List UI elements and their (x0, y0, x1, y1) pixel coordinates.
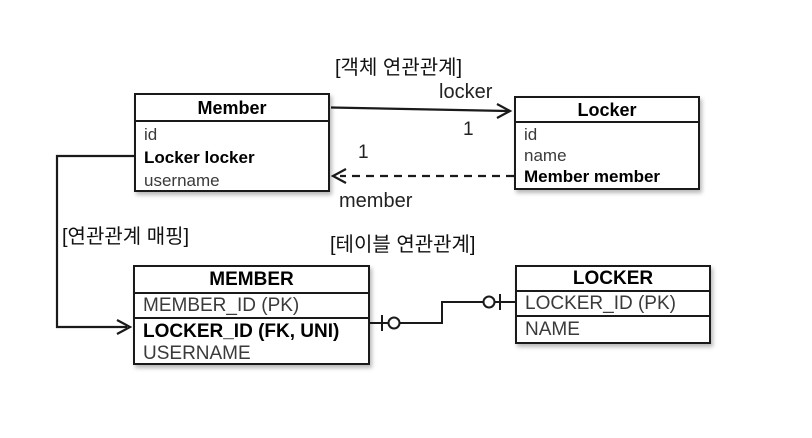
mapping-arrow (55, 154, 134, 335)
member-role-label: member (339, 190, 413, 212)
locker-class-box: Locker id name Member member (514, 96, 700, 190)
column-locker-id: LOCKER_ID (PK) (517, 292, 709, 317)
arrowhead-right-icon (116, 319, 133, 335)
member-multiplicity-label: 1 (358, 142, 369, 163)
locker-class-fields: id name Member member (516, 123, 698, 187)
member-table-title: MEMBER (135, 267, 368, 294)
object-association-label: [객체 연관관계] (335, 57, 463, 79)
member-to-locker-arrow (330, 103, 513, 119)
column-username: USERNAME (143, 343, 251, 364)
field-locker-locker: Locker locker (144, 148, 255, 167)
table-association-label: [테이블 연관관계] (330, 234, 476, 256)
locker-table-box: LOCKER LOCKER_ID (PK) NAME (515, 265, 711, 344)
arrowhead-right-icon (496, 103, 513, 119)
member-class-fields: id Locker locker username (136, 122, 328, 192)
cardinality-zero-circle-icon (387, 316, 401, 330)
field-name: name (524, 146, 567, 165)
locker-role-label: locker (439, 81, 493, 103)
field-member-member: Member member (524, 167, 661, 186)
field-id: id (524, 125, 538, 144)
column-locker-id: LOCKER_ID (FK, UNI) (143, 321, 340, 342)
locker-table-title: LOCKER (517, 267, 709, 292)
table-join-connector (370, 294, 515, 331)
member-class-box: Member id Locker locker username (134, 93, 330, 192)
field-id: id (144, 125, 158, 144)
member-table-box: MEMBER MEMBER_ID (PK) LOCKER_ID (FK, UNI… (133, 265, 370, 365)
locker-multiplicity-label: 1 (463, 119, 474, 140)
arrowhead-left-icon (330, 168, 347, 184)
locker-class-title: Locker (516, 98, 698, 123)
field-username: username (144, 171, 220, 190)
association-mapping-label: [연관관계 매핑] (62, 226, 190, 248)
locker-to-member-dashed-arrow (330, 168, 514, 184)
column-name: NAME (525, 319, 580, 340)
member-class-title: Member (136, 95, 328, 122)
cardinality-zero-circle-icon (482, 295, 496, 309)
column-member-id: MEMBER_ID (PK) (135, 294, 368, 319)
